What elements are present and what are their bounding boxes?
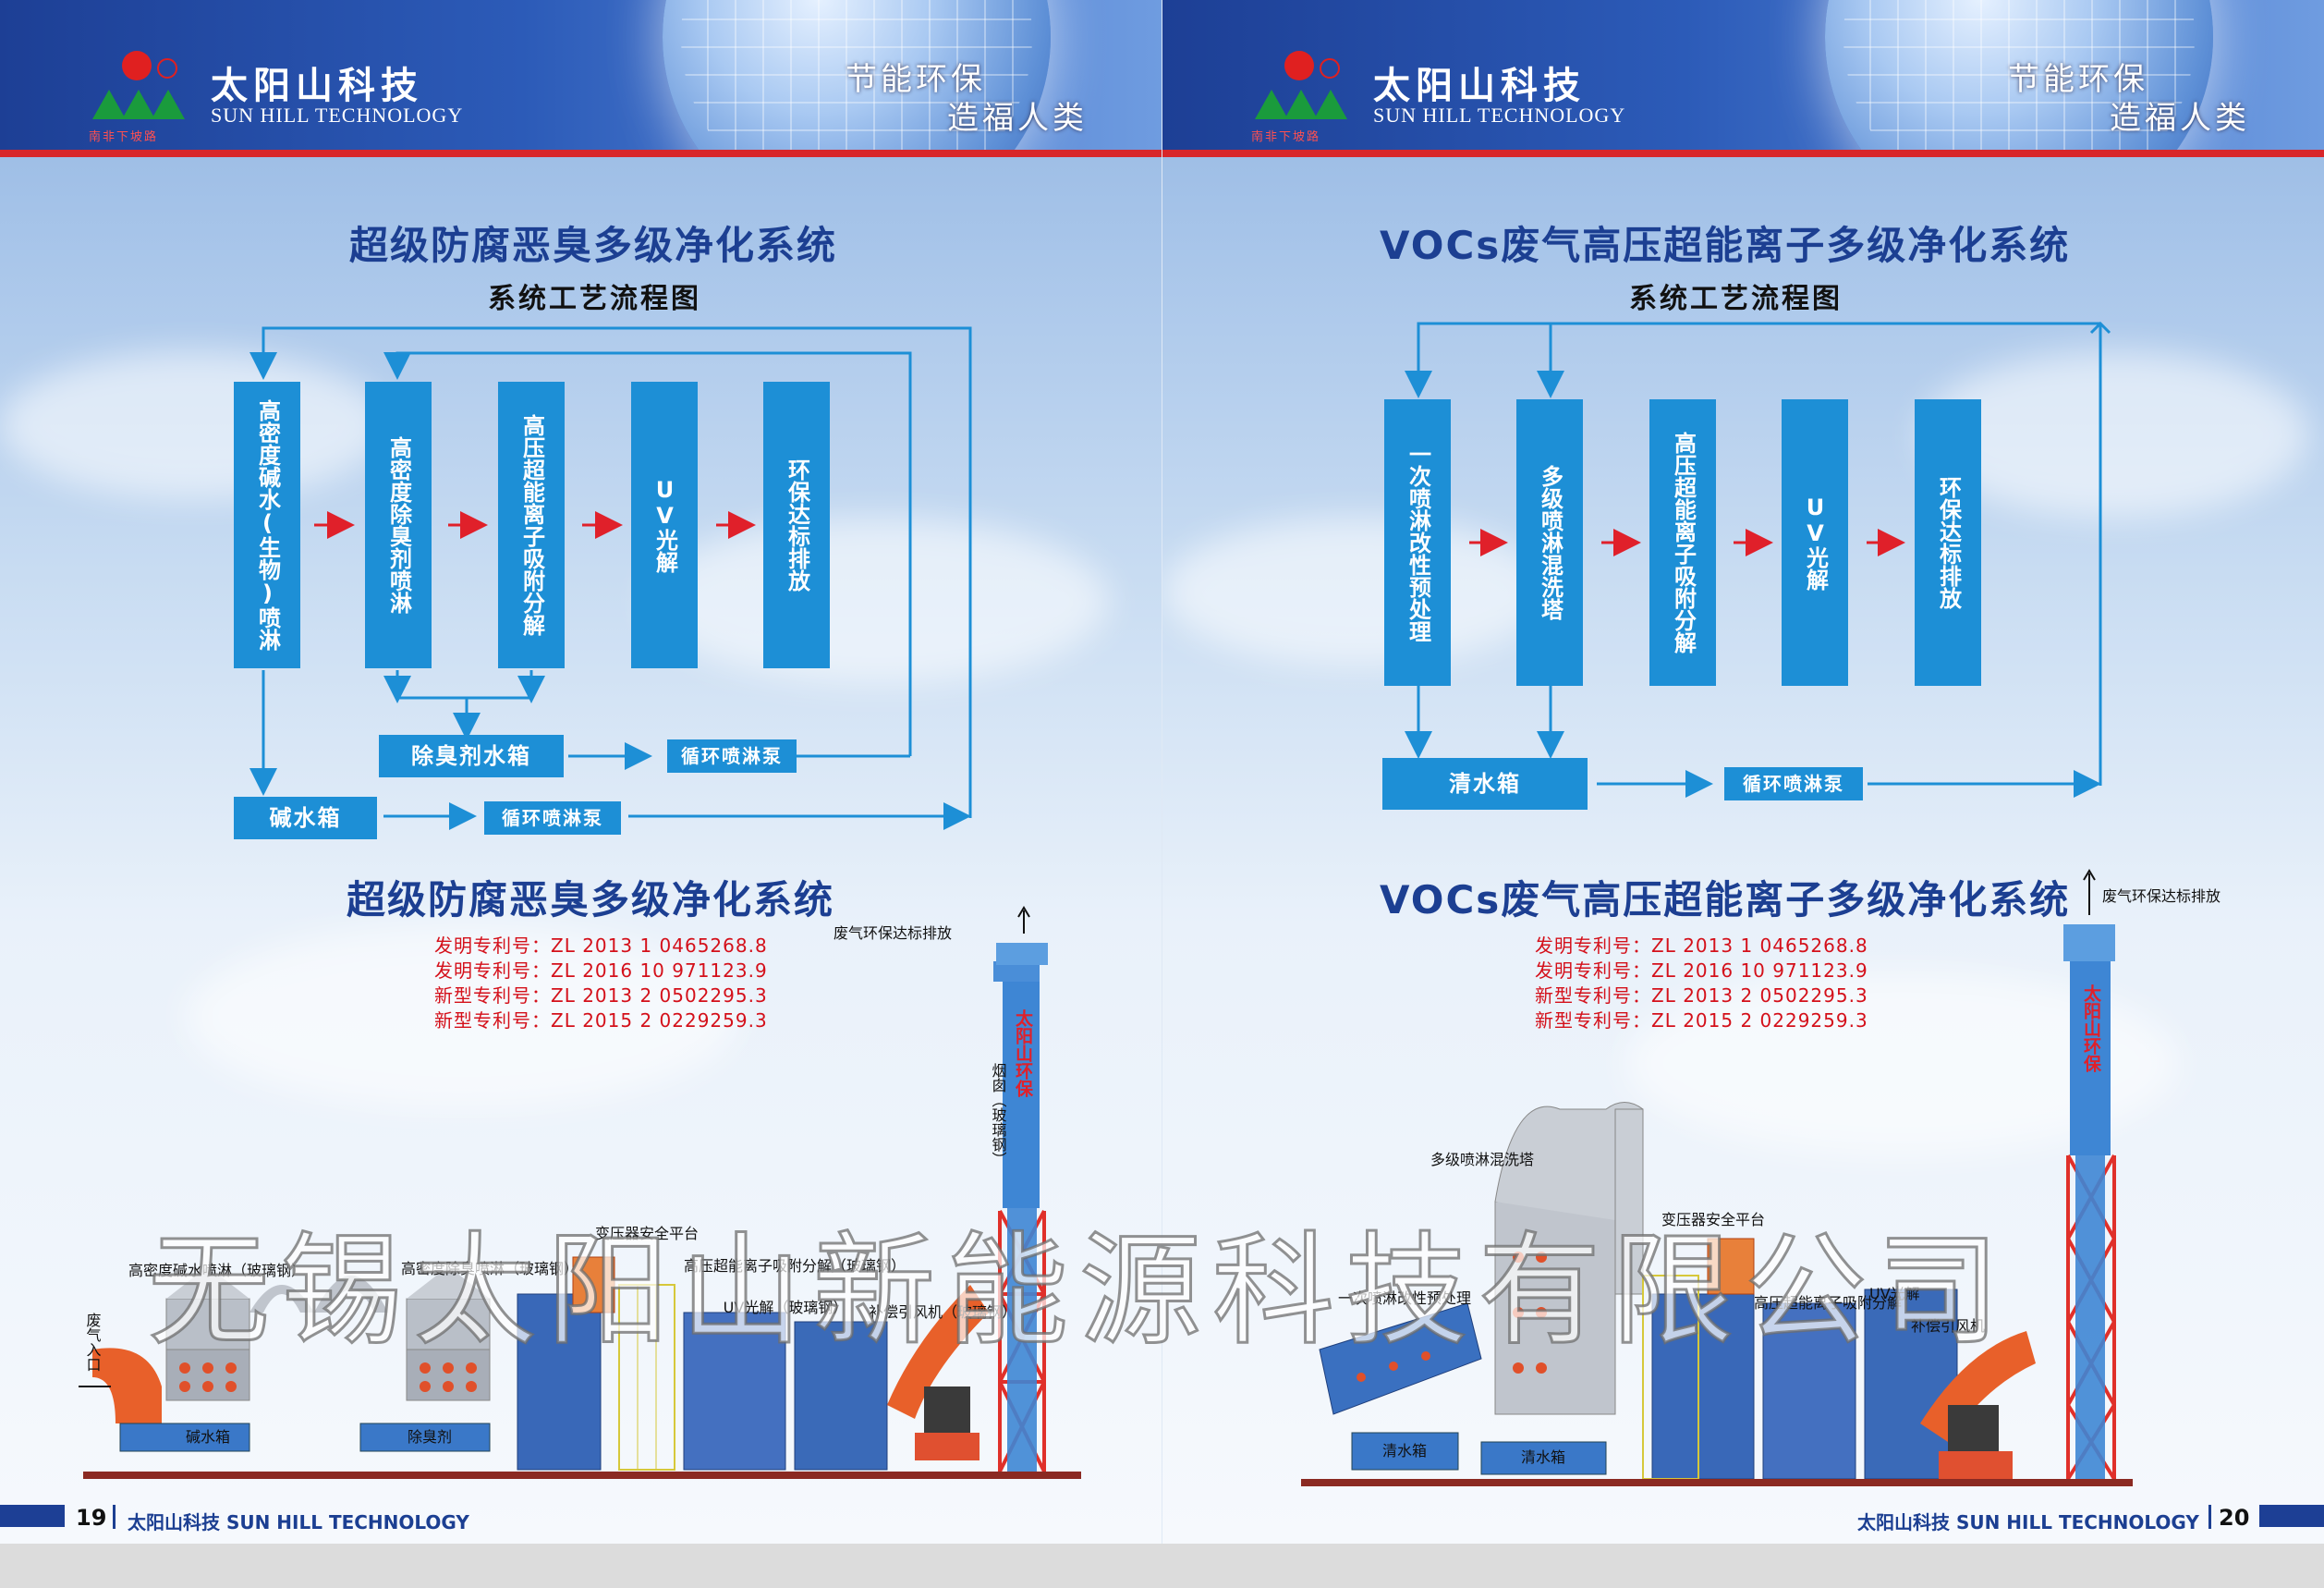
page-left: 南非下坡路 太阳山科技 SUN HILL TECHNOLOGY 节能环保 造福人…: [0, 0, 1162, 1544]
patent-list: 发明专利号：ZL 2013 1 0465268.8 发明专利号：ZL 2016 …: [434, 934, 768, 1032]
page-number-right: 20: [2219, 1505, 2250, 1531]
pump-1: 循环喷淋泵: [667, 739, 797, 773]
process-box-r4: UV光解: [1782, 399, 1848, 686]
label-scrub2: 高密度除臭喷淋（玻璃钢）: [401, 1260, 578, 1277]
page-title-right: VOCs废气高压超能离子多级净化系统: [1380, 223, 2071, 268]
brand-name-en-right: SUN HILL TECHNOLOGY: [1373, 104, 1626, 127]
logo-right: 南非下坡路: [1246, 51, 1357, 144]
chimney: [993, 906, 1048, 1474]
header-right: 南非下坡路 太阳山科技 SUN HILL TECHNOLOGY 节能环保 造福人…: [1162, 0, 2324, 157]
scrubber-tower-2: [314, 1266, 491, 1401]
label-tower: 多级喷淋混洗塔: [1430, 1151, 1534, 1168]
label-chimney: 烟囱（玻璃钢）: [990, 1063, 1007, 1167]
equipment-illustration-left: 废气环保达标排放 烟囱（玻璃钢） 太阳山环保 碱水箱 除臭剂: [79, 906, 1081, 1479]
footer-text-right: 太阳山科技 SUN HILL TECHNOLOGY: [1857, 1511, 2199, 1533]
label-tank-b: 除臭剂: [408, 1428, 452, 1446]
label-exhaust: 废气环保达标排放: [833, 924, 952, 942]
page-title: 超级防腐恶臭多级净化系统: [349, 223, 838, 268]
page-number: 19: [76, 1505, 107, 1531]
process-box-5: 环保达标排放: [763, 382, 830, 668]
label-fan-right: 补偿引风机: [1911, 1317, 1985, 1335]
logo: 南非下坡路: [83, 51, 194, 144]
label-pre: 一次喷淋改性预处理: [1338, 1289, 1471, 1307]
tank-clean-water: 清水箱: [1382, 758, 1588, 810]
label-fan: 补偿引风机（玻璃钢）: [869, 1303, 1016, 1321]
process-box-3: 高压超能离子吸附分解: [498, 382, 565, 668]
brand-name-cn-right: 太阳山科技: [1373, 65, 1586, 107]
sun-icon: [1284, 51, 1314, 80]
flow-connectors-right: [1405, 321, 2111, 798]
section-title-right: VOCs废气高压超能离子多级净化系统: [1380, 877, 2071, 922]
flow-subtitle-right: 系统工艺流程图: [1629, 283, 1843, 315]
label-ion-right: 高压超能离子吸附分解: [1754, 1294, 1902, 1312]
label-inlet: 废气入口: [84, 1313, 102, 1372]
slogan-line1: 节能环保: [846, 61, 986, 98]
process-box-r2: 多级喷淋混洗塔: [1516, 399, 1583, 686]
label-transformer-right: 变压器安全平台: [1661, 1211, 1765, 1228]
tank-deodorant: 除臭剂水箱: [379, 735, 564, 777]
flow-connectors: [249, 326, 972, 830]
label-ion: 高压超能离子吸附分解（玻璃钢）: [684, 1257, 906, 1275]
pump-right: 循环喷淋泵: [1724, 767, 1863, 800]
label-tank-right-b: 清水箱: [1521, 1448, 1565, 1466]
chimney-text-right: 太阳山环保: [2081, 983, 2102, 1073]
equipment-illustration-right: 废气环保达标排放 太阳山环保 清水箱 清水箱 多级喷淋混洗塔 变压器安全平台 一…: [1301, 869, 2221, 1486]
flow-subtitle: 系统工艺流程图: [488, 283, 701, 315]
chimney-right: [2063, 869, 2116, 1481]
watermark-text: 无锡太阳山新能源科技有限公司: [147, 1219, 2011, 1364]
globe-graphic: [663, 0, 1051, 157]
slogan-line2: 造福人类: [947, 100, 1088, 137]
header: 南非下坡路 太阳山科技 SUN HILL TECHNOLOGY 节能环保 造福人…: [0, 0, 1162, 157]
process-box-1: 高密度碱水(生物)喷淋: [234, 382, 300, 668]
label-scrub1: 高密度碱水喷淋（玻璃钢）: [128, 1262, 306, 1279]
page-right: 南非下坡路 太阳山科技 SUN HILL TECHNOLOGY 节能环保 造福人…: [1162, 0, 2324, 1544]
patent-list-right: 发明专利号：ZL 2013 1 0465268.8 发明专利号：ZL 2016 …: [1535, 934, 1868, 1032]
label-tank-a: 碱水箱: [186, 1428, 230, 1446]
process-box-r1: 一次喷淋改性预处理: [1384, 399, 1451, 686]
footer-text: 太阳山科技 SUN HILL TECHNOLOGY: [128, 1511, 469, 1533]
process-box-2: 高密度除臭剂喷淋: [365, 382, 432, 668]
chimney-text: 太阳山环保: [1013, 1008, 1034, 1098]
label-exhaust-right: 废气环保达标排放: [2102, 887, 2221, 905]
brand-name-cn: 太阳山科技: [211, 65, 423, 107]
label-tank-right-a: 清水箱: [1382, 1442, 1427, 1460]
process-box-r3: 高压超能离子吸附分解: [1649, 399, 1716, 686]
process-box-4: UV光解: [631, 382, 698, 668]
label-transformer: 变压器安全平台: [595, 1225, 699, 1242]
scrubber-tower-1: [165, 1266, 314, 1401]
label-uv-right: UV光解: [1869, 1285, 1920, 1302]
brand-name-en: SUN HILL TECHNOLOGY: [211, 104, 464, 127]
section-title: 超级防腐恶臭多级净化系统: [347, 877, 835, 922]
logo-slogan: 南非下坡路: [89, 130, 159, 144]
process-box-r5: 环保达标排放: [1915, 399, 1981, 686]
pump-2: 循环喷淋泵: [484, 801, 621, 835]
label-uv: UV光解（玻璃钢）: [724, 1299, 848, 1316]
sun-icon: [122, 51, 152, 80]
tank-alkali: 碱水箱: [234, 797, 377, 839]
